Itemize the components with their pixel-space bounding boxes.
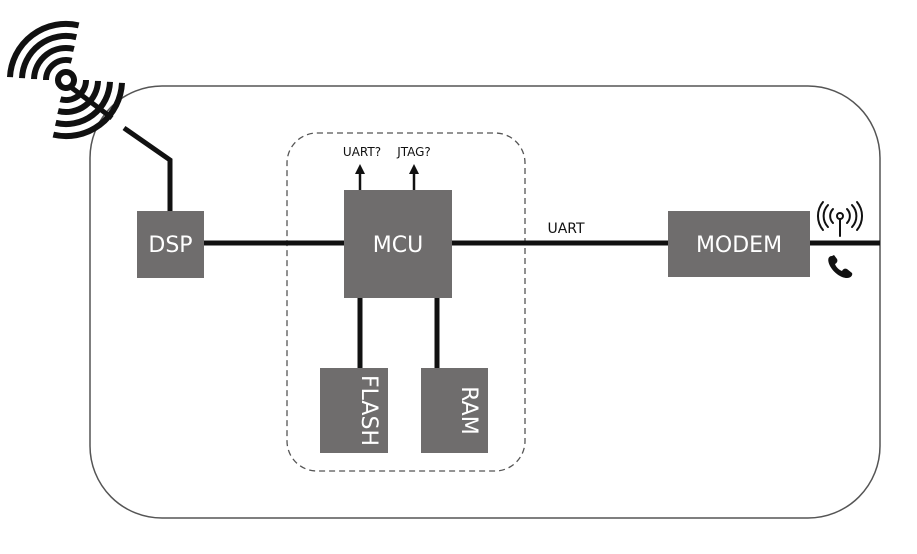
mcu-label: MCU [373,233,423,258]
mcu-block [344,190,452,298]
uart-debug-label: UART? [343,145,381,159]
mcu-subsystem-boundary [286,132,526,472]
dsp-block [137,211,204,278]
antenna-mast [70,86,114,120]
ram-block [421,368,488,453]
antenna-dsp-wire [122,125,173,211]
device-enclosure [89,85,881,519]
phone-icon [828,255,853,278]
debug-arrows [355,164,419,190]
ram-label: RAM [456,386,481,434]
connections [122,125,880,368]
modem-label: MODEM [696,233,782,258]
jtag-debug-arrowhead [409,164,419,174]
jtag-debug-label: JTAG? [396,145,431,159]
uart-debug-arrowhead [355,164,365,174]
radio-signal-icon [816,201,864,237]
flash-label: FLASH [356,375,381,446]
flash-block [320,368,388,453]
uart-bus-label: UART [547,221,585,237]
dsp-label: DSP [148,233,192,258]
modem-block [668,211,810,277]
wireless-antenna-icon [6,20,126,140]
